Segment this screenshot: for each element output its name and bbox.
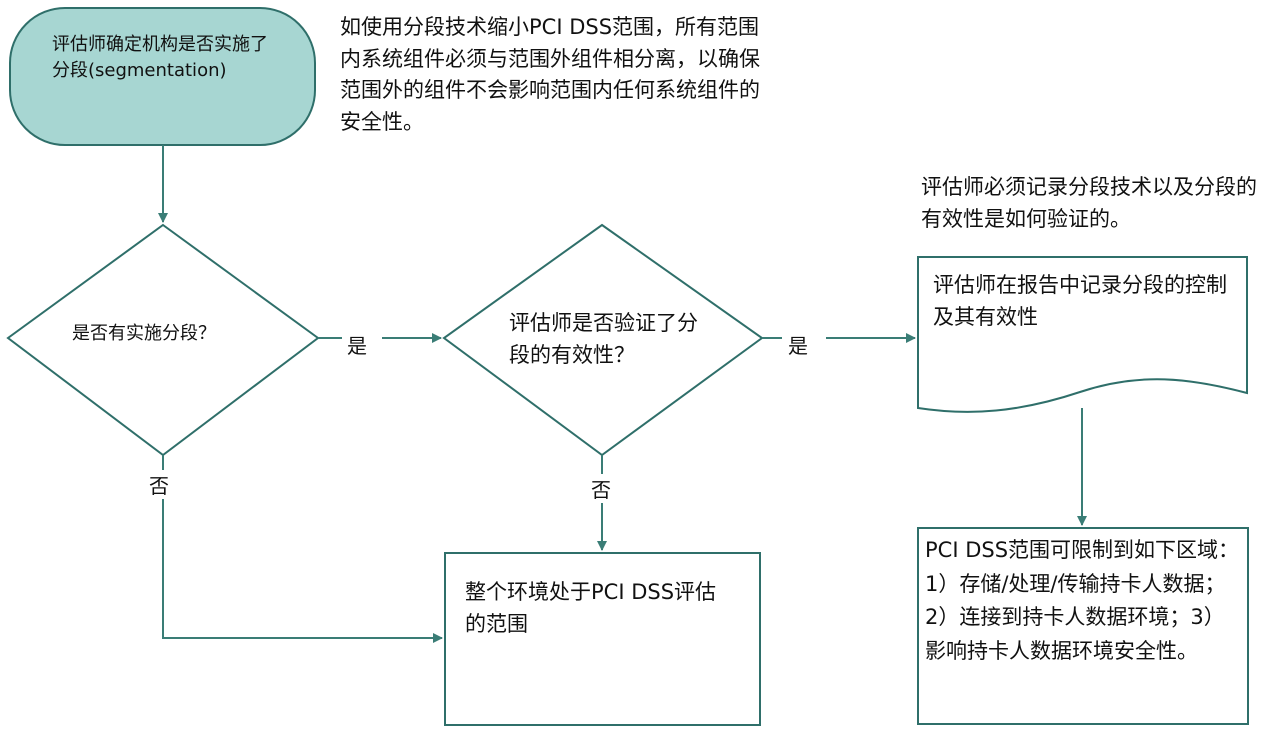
box-full-scope-rect: [444, 552, 761, 726]
label-yes-decision1: 是: [345, 330, 369, 359]
label-no-decision2: 否: [589, 474, 613, 503]
document-record-shape: [917, 256, 1248, 413]
label-yes-decision2: 是: [786, 330, 810, 359]
arrow-decision1-no: [162, 455, 443, 643]
decision-validation-text: 评估师是否验证了分段的有效性？: [509, 311, 698, 367]
decision-segmentation-text: 是否有实施分段？: [72, 323, 216, 344]
box-full-scope-text: 整个环境处于PCI DSS评估的范围: [465, 580, 717, 636]
note-record-text: 评估师必须记录分段技术以及分段的有效性是如何验证的。: [921, 175, 1257, 231]
document-record-text: 评估师在报告中记录分段的控制及其有效性: [933, 273, 1227, 329]
box-limited-scope-rect: [917, 527, 1249, 725]
start-text: 评估师确定机构是否实施了分段(segmentation): [52, 34, 268, 82]
box-limited-scope-text: PCI DSS范围可限制到如下区域：1）存储/处理/传输持卡人数据；2）连接到持…: [925, 538, 1240, 663]
label-no-decision1: 否: [147, 470, 171, 499]
note-scope-text: 如使用分段技术缩小PCI DSS范围，所有范围内系统组件必须与范围外组件相分离，…: [340, 15, 760, 134]
